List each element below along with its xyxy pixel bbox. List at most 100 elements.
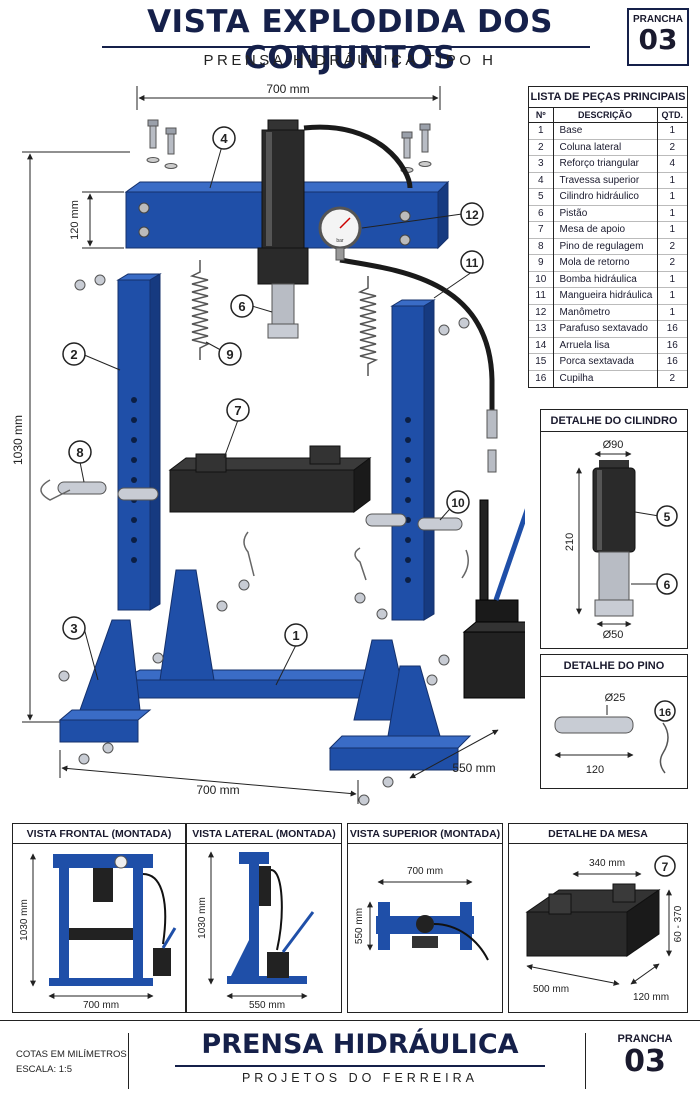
dim-label-bottom-width: 700 mm	[196, 783, 239, 797]
dim-cylinder-top: Ø90	[603, 439, 624, 451]
dim-label-top-width: 700 mm	[266, 82, 309, 96]
callout-5	[656, 505, 678, 527]
view-front-drawing: 1030 mm 700 mm	[19, 853, 177, 1011]
detail-cylinder-panel: DETALHE DO CILINDRO Ø90 210 Ø50 5 6	[540, 409, 688, 649]
parts-table-header: Nº DESCRIÇÃO QTD.	[529, 108, 687, 123]
sheet-label: PRANCHA	[633, 14, 683, 25]
svg-text:8: 8	[76, 445, 83, 460]
callout-3: 3	[62, 616, 86, 640]
table-dim-depth: 120 mm	[633, 992, 669, 1003]
detail-pin-title: DETALHE DO PINO	[541, 655, 687, 677]
pressure-gauge: bar	[318, 206, 362, 261]
gauge-unit: bar	[336, 238, 344, 244]
note-scale: ESCALA: 1:5	[16, 1064, 72, 1075]
footer-divider	[585, 1033, 586, 1089]
callout-7-detail	[654, 855, 676, 877]
exploded-view-drawing: 700 mm 1030 mm 120 mm	[11, 82, 525, 806]
svg-text:1: 1	[292, 628, 299, 643]
view-table-panel: DETALHE DA MESA 340 mm 60 - 370 500 mm 1…	[508, 823, 688, 1013]
callout-7: 7	[226, 398, 250, 422]
svg-text:7: 7	[234, 403, 241, 418]
sheet-number-box: PRANCHA 03	[627, 8, 689, 66]
column-header-quantity: QTD.	[656, 108, 687, 123]
top-dim-height: 550 mm	[354, 908, 365, 944]
footer-sheet-label: PRANCHA	[617, 1033, 673, 1045]
table-dim-bottom: 500 mm	[533, 984, 569, 995]
dimension-top-width: 700 mm	[136, 82, 441, 110]
dimension-bottom-width: 700 mm	[59, 750, 359, 804]
svg-text:2: 2	[70, 347, 77, 362]
view-table-title: DETALHE DA MESA	[509, 824, 687, 844]
footer: COTAS EM MILÍMETROS ESCALA: 1:5 PRENSA H…	[0, 1020, 700, 1100]
footer-sheet-number: PRANCHA 03	[600, 1033, 690, 1079]
view-front-panel: VISTA FRONTAL (MONTADA) 1030 mm 700 mm	[12, 823, 186, 1013]
view-top-title: VISTA SUPERIOR (MONTADA)	[348, 824, 502, 844]
callout-16	[654, 700, 676, 722]
adjustment-pins	[40, 479, 469, 581]
column-header-number: Nº	[529, 108, 554, 123]
footer-title-rule	[175, 1065, 545, 1067]
top-dim-width: 700 mm	[407, 866, 443, 877]
table-dim-top: 340 mm	[589, 858, 625, 869]
view-top-drawing: 700 mm 550 mm	[354, 866, 489, 961]
callout-6-detail	[656, 573, 678, 595]
view-table-drawing: 340 mm 60 - 370 500 mm 120 mm 7	[525, 855, 684, 1003]
svg-text:3: 3	[70, 621, 77, 636]
svg-text:6: 6	[664, 578, 671, 592]
nuts-and-washers	[58, 274, 470, 806]
column-header-description: DESCRIÇÃO	[553, 108, 657, 123]
dimension-depth: 550 mm	[409, 729, 499, 779]
parts-list-title: LISTA DE PEÇAS PRINCIPAIS	[529, 87, 687, 108]
side-dim-height: 1030 mm	[197, 897, 208, 939]
view-front-title: VISTA FRONTAL (MONTADA)	[13, 824, 185, 844]
table-dim-side: 60 - 370	[673, 905, 684, 942]
dim-pin-length: 120	[586, 764, 604, 776]
detail-cylinder-drawing: Ø90 210 Ø50 5 6	[564, 439, 678, 641]
page-subtitle: PRENSA HIDRÁULICA TIPO H	[203, 52, 497, 69]
callout-1: 1	[284, 623, 308, 647]
side-columns	[116, 273, 436, 621]
svg-text:5: 5	[664, 510, 671, 524]
dim-label-beam-height: 120 mm	[69, 200, 81, 240]
view-top-panel: VISTA SUPERIOR (MONTADA) 700 mm 550 mm	[347, 823, 503, 1013]
top-bolts	[146, 119, 432, 173]
dim-label-depth: 550 mm	[452, 761, 495, 775]
dim-label-total-height: 1030 mm	[11, 415, 25, 465]
sheet-number: 03	[638, 23, 678, 56]
svg-text:11: 11	[466, 256, 479, 270]
title-rule	[102, 46, 590, 48]
support-table	[168, 445, 372, 513]
footer-title: PRENSA HIDRÁULICA	[201, 1029, 519, 1060]
svg-text:9: 9	[226, 347, 233, 362]
return-springs	[189, 260, 379, 376]
callout-12: 12	[460, 202, 484, 226]
hydraulic-pump	[462, 499, 525, 699]
detail-cylinder-title: DETALHE DO CILINDRO	[541, 410, 687, 432]
dim-cylinder-bottom: Ø50	[603, 629, 624, 641]
parts-list: LISTA DE PEÇAS PRINCIPAIS Nº DESCRIÇÃO Q…	[528, 86, 688, 388]
callout-leaders	[79, 145, 473, 686]
dimension-beam-height: 120 mm	[69, 191, 124, 249]
footer-sheet-value: 03	[624, 1044, 666, 1079]
front-dim-width: 700 mm	[83, 1000, 119, 1011]
detail-pin-panel: DETALHE DO PINO Ø25 120 16	[540, 654, 688, 789]
callout-6: 6	[230, 294, 254, 318]
svg-text:16: 16	[659, 707, 671, 719]
callout-2: 2	[62, 342, 86, 366]
callout-8: 8	[68, 440, 92, 464]
view-side-drawing: 1030 mm 550 mm	[197, 851, 315, 1011]
